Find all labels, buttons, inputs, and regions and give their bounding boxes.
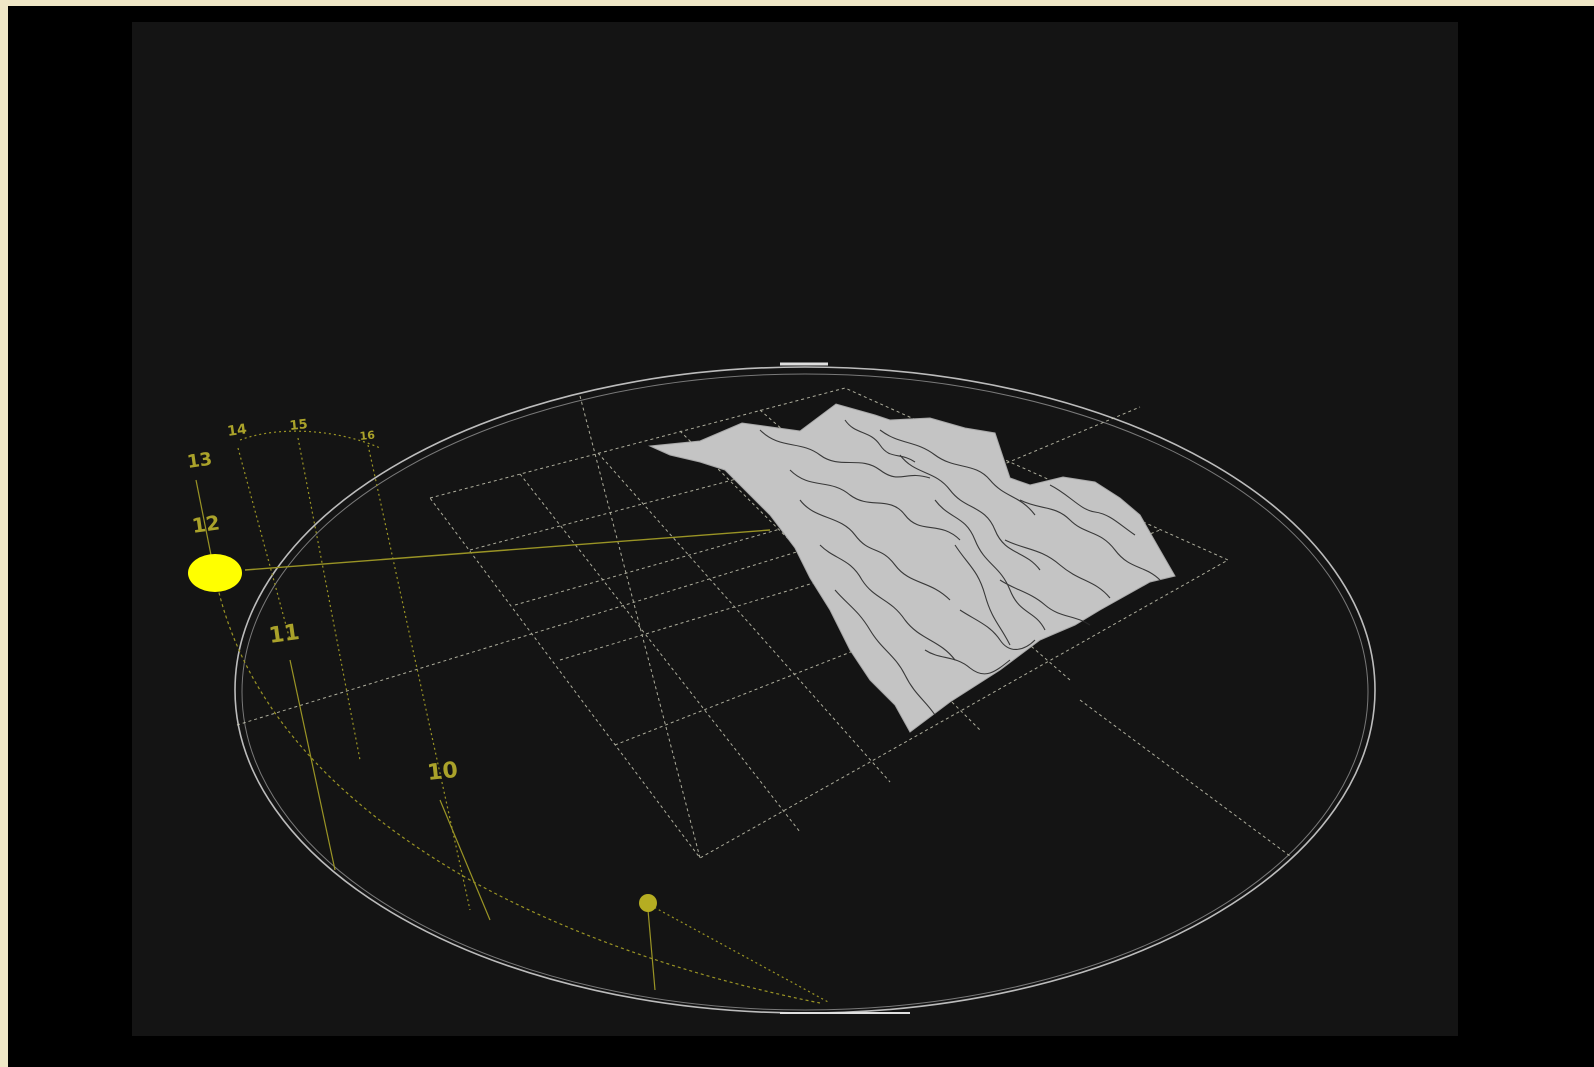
- hour-label-16: 16: [359, 428, 376, 443]
- hour-label-13: 13: [186, 449, 214, 473]
- sun-marker-9-icon[interactable]: [639, 894, 657, 912]
- hour-labels: 13 14 15 16 12 11 10: [186, 417, 459, 786]
- hour-label-14: 14: [226, 421, 248, 440]
- contour-lines: [759, 419, 1161, 716]
- hour-label-11: 11: [267, 620, 301, 649]
- hour-label-10: 10: [426, 758, 459, 786]
- hour-label-12: 12: [190, 510, 221, 538]
- sun-path: [195, 430, 831, 1004]
- horizon-dome: [234, 362, 1376, 1014]
- sun-disc-icon[interactable]: [188, 554, 242, 592]
- hour-label-15: 15: [289, 417, 309, 434]
- terrain-model: [648, 403, 1176, 733]
